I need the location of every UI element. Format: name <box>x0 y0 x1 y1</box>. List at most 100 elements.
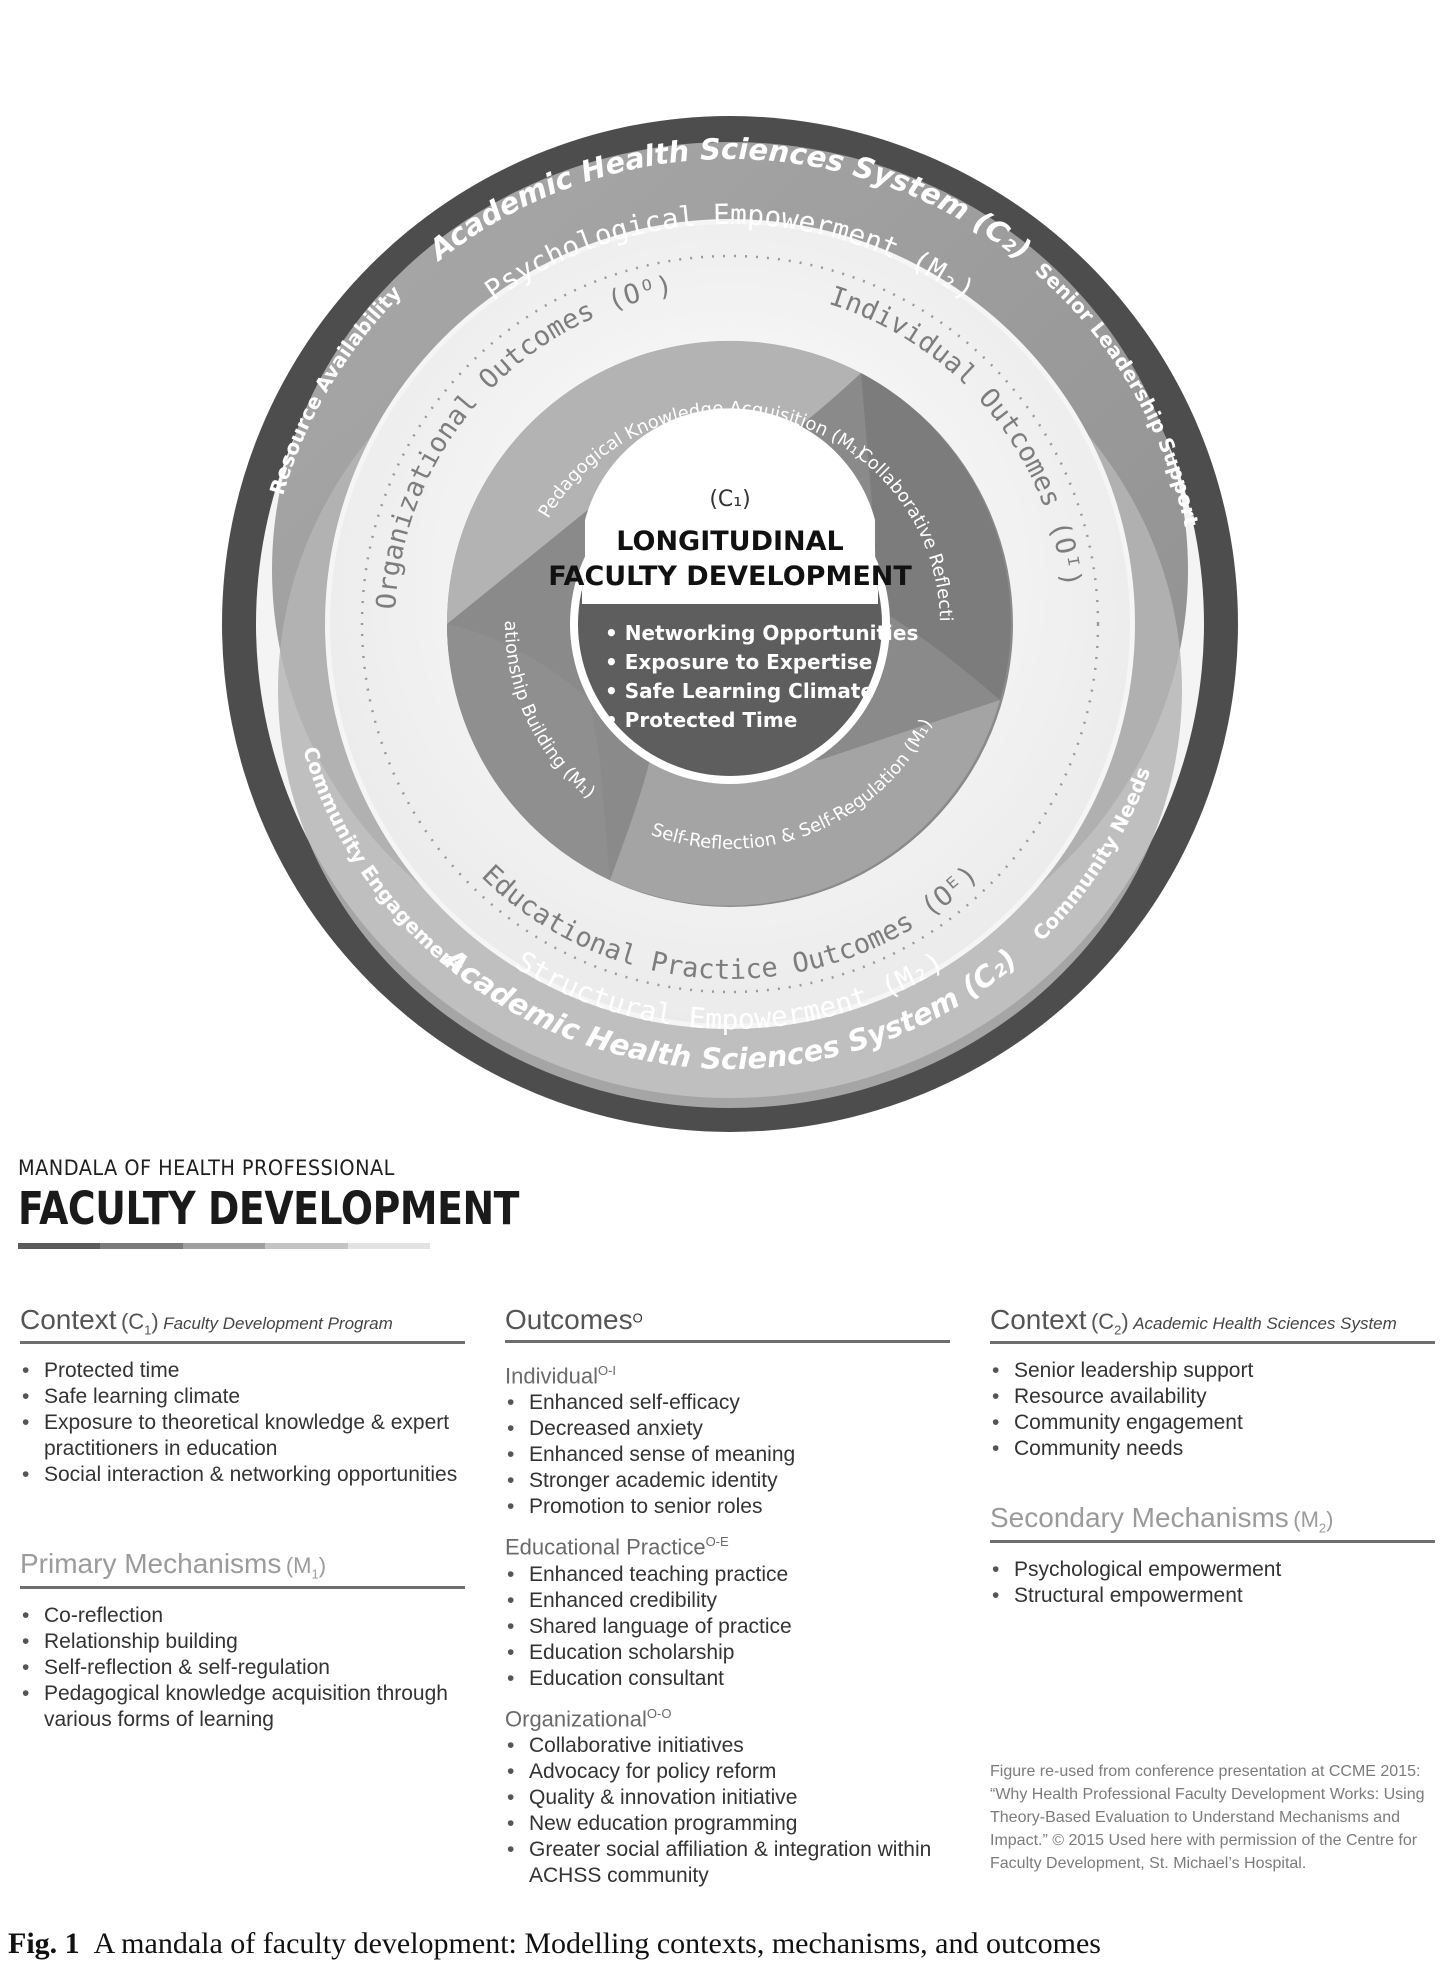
list-item: Safe learning climate <box>20 1384 465 1410</box>
title-gradient-bar <box>18 1243 431 1249</box>
center-title-line-1: LONGITUDINAL <box>616 526 844 557</box>
context1-heading: Context (C1) Faculty Development Program <box>20 1304 465 1345</box>
mandala-diagram: (C₁) LONGITUDINAL FACULTY DEVELOPMENT • … <box>222 116 1238 1132</box>
primary-symbol: (M1) <box>285 1553 327 1581</box>
primary-mechanisms-list: Co-reflection Relationship building Self… <box>20 1603 465 1733</box>
center-item-3: • Safe Learning Climate <box>605 679 874 703</box>
petal-collaborative <box>861 373 1011 700</box>
list-item: Enhanced teaching practice <box>505 1562 950 1588</box>
context2-symbol: (C2) <box>1090 1309 1129 1338</box>
figure-caption: Fig. 1 A mandala of faculty development: … <box>8 1927 1428 1961</box>
petal-relationship <box>447 624 610 880</box>
context1-desc: Faculty Development Program <box>163 1314 393 1333</box>
list-item: Quality & innovation initiative <box>505 1785 950 1811</box>
educational-subheading: Educational PracticeO-E <box>505 1528 950 1561</box>
context1-head-label: Context <box>20 1304 117 1335</box>
list-item: Shared language of practice <box>505 1614 950 1640</box>
secondary-sub: 2 <box>1318 1520 1327 1536</box>
educational-head-label: Educational Practice <box>505 1534 706 1560</box>
secondary-close: ) <box>1326 1507 1334 1533</box>
primary-sub: 1 <box>311 1566 319 1582</box>
context2-desc: Academic Health Sciences System <box>1133 1314 1397 1333</box>
primary-head-label: Primary Mechanisms <box>20 1548 282 1580</box>
center-item-1: • Networking Opportunities <box>605 621 918 645</box>
secondary-symbol: (M2) <box>1293 1507 1334 1535</box>
list-item: Promotion to senior roles <box>505 1494 950 1520</box>
petal-self-reflection <box>610 700 1000 906</box>
list-item: Education scholarship <box>505 1640 950 1666</box>
list-item: Community needs <box>990 1436 1435 1462</box>
list-item: Greater social affiliation & integration… <box>505 1837 950 1889</box>
list-item: Enhanced credibility <box>505 1588 950 1614</box>
list-item: Advocacy for policy reform <box>505 1759 950 1785</box>
organizational-outcomes-list: Collaborative initiatives Advocacy for p… <box>505 1733 950 1889</box>
title-bar-segment <box>18 1243 101 1249</box>
list-item: Protected time <box>20 1358 465 1384</box>
context2-heading: Context (C2) Academic Health Sciences Sy… <box>990 1304 1435 1345</box>
mandala-title: FACULTY DEVELOPMENT <box>18 1182 520 1235</box>
list-item: Enhanced self-efficacy <box>505 1390 950 1416</box>
title-bar-segment <box>347 1243 431 1249</box>
center-top-white-fill <box>585 520 875 604</box>
list-item: Decreased anxiety <box>505 1416 950 1442</box>
outcomes-heading: OutcomesO <box>505 1304 950 1343</box>
list-item: Stronger academic identity <box>505 1468 950 1494</box>
legend-column-right: Context (C2) Academic Health Sciences Sy… <box>990 1304 1435 1609</box>
primary-sym: (M <box>285 1553 312 1579</box>
outcomes-sup: O <box>632 1310 643 1326</box>
context1-list: Protected time Safe learning climate Exp… <box>20 1358 465 1488</box>
list-item: Collaborative initiatives <box>505 1733 950 1759</box>
educational-sup: O-E <box>705 1534 729 1550</box>
legend-column-middle: OutcomesO IndividualO-I Enhanced self-ef… <box>505 1304 950 1889</box>
figure-credit: Figure re-used from conference presentat… <box>990 1763 1425 1872</box>
secondary-sym: (M <box>1293 1507 1319 1533</box>
individual-subheading: IndividualO-I <box>505 1357 950 1390</box>
context2-sub: 2 <box>1114 1322 1122 1338</box>
outcomes-dotted-circle <box>360 254 1100 994</box>
title-bar-segment <box>265 1243 348 1249</box>
context2-sym: (C <box>1090 1309 1115 1334</box>
organizational-sup: O-O <box>646 1705 672 1721</box>
organizational-head-label: Organizational <box>505 1705 647 1731</box>
list-item: Senior leadership support <box>990 1358 1435 1384</box>
list-item: Enhanced sense of meaning <box>505 1442 950 1468</box>
list-item: Resource availability <box>990 1384 1435 1410</box>
list-item: Relationship building <box>20 1629 465 1655</box>
primary-close: ) <box>318 1553 327 1579</box>
spacer <box>990 1462 1435 1502</box>
center-item-2: • Exposure to Expertise <box>605 650 872 674</box>
outcomes-head-label: Outcomes <box>505 1304 633 1335</box>
context2-close: ) <box>1121 1309 1129 1334</box>
individual-sup: O-I <box>597 1363 617 1378</box>
context1-symbol: (C1) <box>120 1309 159 1338</box>
list-item: New education programming <box>505 1811 950 1837</box>
mandala-title-block: MANDALA OF HEALTH PROFESSIONAL FACULTY D… <box>18 1156 520 1249</box>
educational-outcomes-list: Enhanced teaching practice Enhanced cred… <box>505 1562 950 1692</box>
context1-sym: (C <box>120 1309 145 1334</box>
secondary-head-label: Secondary Mechanisms <box>990 1502 1289 1534</box>
list-item: Exposure to theoretical knowledge & expe… <box>20 1410 465 1462</box>
center-title-line-2: FACULTY DEVELOPMENT <box>548 561 912 592</box>
mandala-subtitle: MANDALA OF HEALTH PROFESSIONAL <box>18 1156 395 1180</box>
context1-close: ) <box>151 1309 159 1334</box>
center-top-white-cap <box>585 408 875 520</box>
individual-head-label: Individual <box>505 1363 598 1389</box>
center-item-4: • Protected Time <box>605 708 797 732</box>
list-item: Self-reflection & self-regulation <box>20 1655 465 1681</box>
secondary-mechanisms-list: Psychological empowerment Structural emp… <box>990 1557 1435 1609</box>
title-bar-segment <box>100 1243 183 1249</box>
organizational-subheading: OrganizationalO-O <box>505 1700 950 1733</box>
primary-mechanisms-heading: Primary Mechanisms (M1) <box>20 1548 465 1589</box>
individual-outcomes-list: Enhanced self-efficacy Decreased anxiety… <box>505 1390 950 1520</box>
context1-sub: 1 <box>144 1322 152 1338</box>
figure-caption-text: A mandala of faculty development: Modell… <box>93 1927 1101 1960</box>
context2-list: Senior leadership support Resource avail… <box>990 1358 1435 1462</box>
figure-number: Fig. 1 <box>8 1927 80 1960</box>
center-context-label: (C₁) <box>709 487 750 512</box>
list-item: Education consultant <box>505 1666 950 1692</box>
legend-column-left: Context (C1) Faculty Development Program… <box>20 1304 465 1733</box>
list-item: Pedagogical knowledge acquisition throug… <box>20 1681 465 1733</box>
list-item: Community engagement <box>990 1410 1435 1436</box>
list-item: Psychological empowerment <box>990 1557 1435 1583</box>
spacer <box>20 1488 465 1548</box>
